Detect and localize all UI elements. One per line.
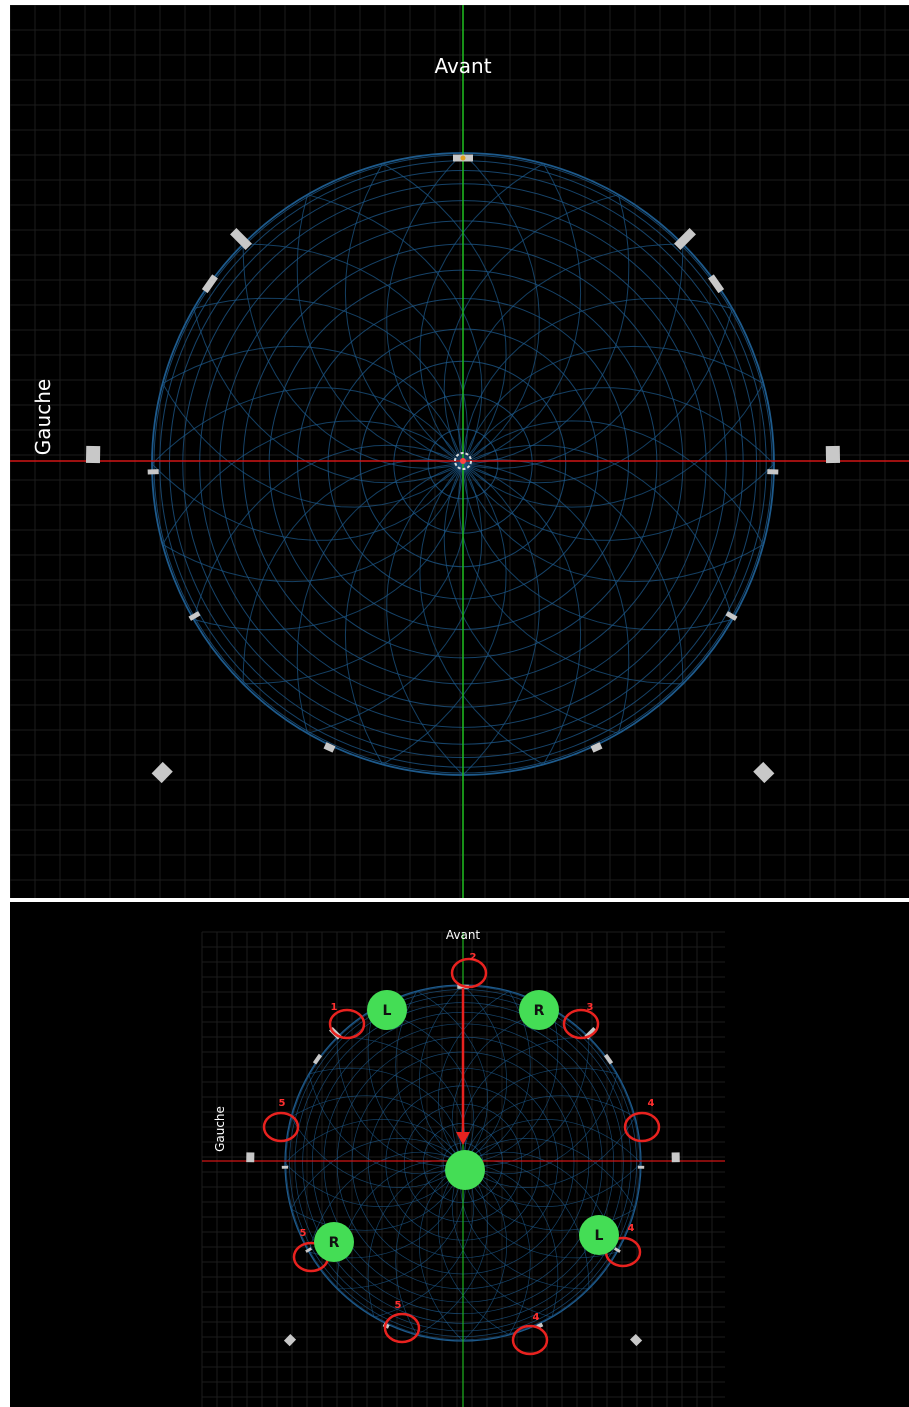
- speaker-icon: [629, 1333, 643, 1347]
- front-label: Avant: [434, 54, 491, 78]
- speaker-number: 4: [648, 1098, 655, 1109]
- speaker-icon: [151, 761, 173, 784]
- highlight-circle-5-left: [262, 1111, 300, 1143]
- speaker-icon: [230, 228, 252, 250]
- speaker-number: 4: [628, 1223, 635, 1234]
- speaker-number: 5: [395, 1300, 402, 1311]
- svg-text:R: R: [534, 1003, 545, 1019]
- speaker-number: 2: [470, 952, 477, 963]
- speaker-number: 1: [331, 1002, 338, 1013]
- speaker-icon: [147, 469, 159, 475]
- speaker-icon: [590, 742, 603, 753]
- top-view-panel: Avant Gauche: [10, 5, 909, 898]
- speaker-number: 3: [587, 1002, 594, 1013]
- listener-badge: [445, 1150, 485, 1190]
- speaker-icon: [725, 611, 738, 621]
- speaker-icon: [201, 274, 218, 294]
- speaker-icon: [323, 742, 336, 753]
- speaker-icon: [674, 228, 696, 250]
- highlight-circle-2: [450, 957, 488, 989]
- channel-badge-L-front: L: [367, 990, 407, 1030]
- speaker-icon: [767, 469, 779, 475]
- listener-icon: [454, 452, 472, 470]
- channel-badge-L-back: L: [579, 1215, 619, 1255]
- annotated-view-panel: 2 1 3 5 4 5 4 5 4 L R R L Avant Gauche: [10, 902, 909, 1407]
- top-view-canvas: Avant Gauche: [10, 5, 909, 898]
- annotated-view-canvas: 2 1 3 5 4 5 4 5 4 L R R L Avant Gauche: [201, 928, 725, 1407]
- speaker-number: 5: [300, 1228, 307, 1239]
- left-label: Gauche: [31, 379, 55, 455]
- arrow-head: [456, 1132, 470, 1145]
- svg-text:L: L: [383, 1003, 392, 1019]
- speaker-icon: [613, 1247, 621, 1253]
- svg-text:R: R: [329, 1235, 340, 1251]
- front-marker: [460, 155, 466, 161]
- speaker-icon: [603, 1053, 614, 1065]
- speaker-icon: [305, 1247, 313, 1253]
- speaker-icon: [708, 274, 725, 294]
- svg-text:L: L: [595, 1228, 604, 1244]
- highlight-circle-4-rear: [511, 1324, 549, 1356]
- highlight-circle-4-right: [623, 1111, 661, 1143]
- left-label: Gauche: [213, 1106, 227, 1152]
- speaker-icon: [753, 761, 775, 784]
- speaker-icon: [188, 611, 201, 621]
- speaker-icon: [246, 1152, 255, 1163]
- front-label: Avant: [446, 928, 481, 942]
- highlight-circle-1: [328, 1008, 366, 1040]
- channel-badge-R-front: R: [519, 990, 559, 1030]
- wireframe-sphere: [151, 152, 775, 776]
- speaker-icon: [825, 445, 841, 464]
- speaker-icon: [671, 1152, 680, 1163]
- speaker-number: 4: [533, 1312, 540, 1323]
- highlight-circle-5-rear: [383, 1312, 421, 1344]
- speaker-icon: [85, 445, 101, 464]
- speaker-icon: [637, 1165, 645, 1169]
- speaker-icon: [283, 1334, 297, 1347]
- highlight-circle-3: [562, 1008, 600, 1040]
- speaker-icon: [281, 1165, 289, 1169]
- channel-badge-R-back: R: [314, 1222, 354, 1262]
- speaker-icon: [312, 1053, 323, 1065]
- speaker-number: 5: [279, 1098, 286, 1109]
